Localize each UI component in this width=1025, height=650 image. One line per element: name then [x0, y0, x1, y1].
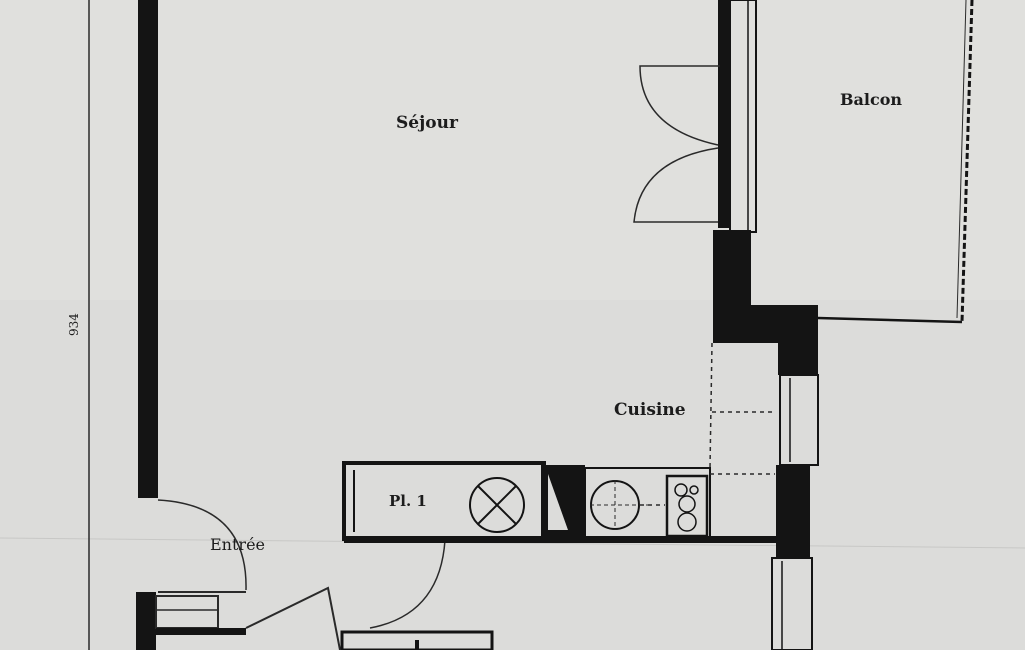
room-label-sejour: Séjour	[396, 113, 458, 133]
dimension-label: 934	[67, 313, 81, 336]
left-wall	[138, 0, 158, 498]
kitchen-window	[779, 374, 819, 466]
paper-shade-top	[0, 0, 1025, 300]
sejour-east-wall-top	[718, 0, 730, 228]
burner-3	[678, 495, 696, 513]
vent-circle	[469, 477, 525, 533]
entry-door-arc	[157, 499, 247, 591]
room-label-entree: Entrée	[210, 535, 265, 554]
burner-2	[689, 485, 699, 495]
burner-1	[674, 483, 688, 497]
burner-4	[677, 512, 697, 532]
duct-notch	[548, 474, 568, 530]
entry-cabinet-base	[156, 628, 246, 635]
inner-door-leaf	[245, 586, 341, 650]
balcon-railing-inner	[956, 0, 967, 319]
bath-wall-seg	[415, 640, 419, 650]
balcon-corner-wall	[713, 305, 818, 343]
vent-cross-b	[477, 485, 517, 525]
room-label-cuisine: Cuisine	[614, 400, 686, 420]
room-label-placard: Pl. 1	[389, 492, 427, 510]
left-wall-lower	[136, 592, 156, 650]
french-door-arc-top	[639, 65, 720, 146]
kitchen-east-wall-bottom	[776, 465, 810, 557]
room-label-balcon: Balcon	[840, 90, 903, 109]
balcon-railing-bottom	[817, 316, 963, 324]
kitchen-door-arc	[369, 539, 446, 629]
bath-partition	[340, 630, 494, 650]
french-door-arc-bottom	[633, 147, 719, 223]
upper-cabinet-dash-v	[709, 342, 713, 469]
kitchen-south-wall	[344, 536, 809, 543]
lower-window	[771, 557, 813, 650]
